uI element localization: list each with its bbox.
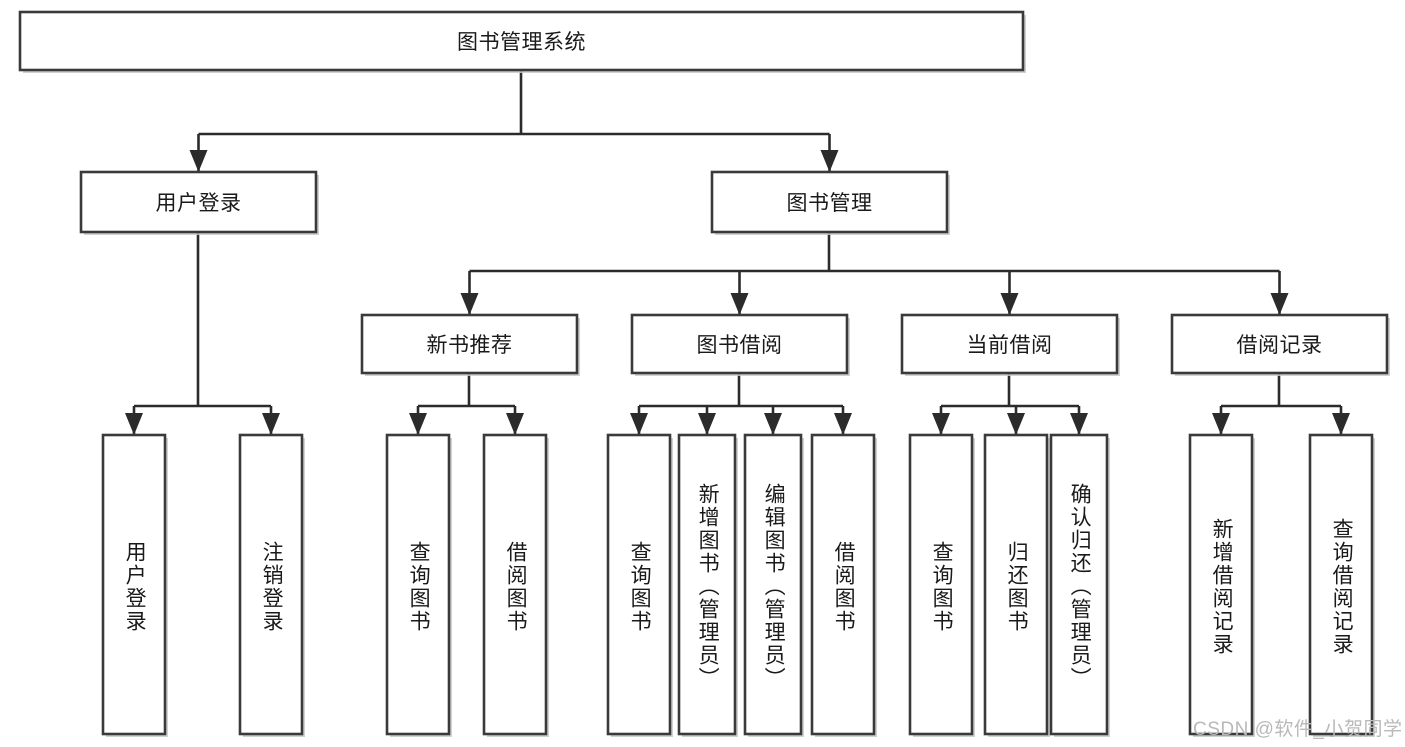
node-box-leaf-logout[interactable]	[238, 433, 304, 736]
edge-bookmanage-bus-arrow-3	[1270, 293, 1289, 315]
edge-current-bus-arrow-2	[1070, 413, 1088, 435]
edge-bookmanage-bus-arrow-1	[730, 293, 749, 315]
node-box-leaf-query-book-2[interactable]	[606, 433, 672, 736]
edge-bookmanage-bus-arrow-0	[460, 293, 479, 315]
edge-current-bus-arrow-1	[1007, 413, 1025, 435]
node-box-leaf-query-book-1[interactable]	[385, 433, 451, 736]
edge-borrow-bus-arrow-3	[834, 413, 852, 435]
node-box-leaf-query-book-3[interactable]	[908, 433, 974, 736]
edge-record-bus-arrow-1	[1332, 413, 1350, 435]
node-box-leaf-add-record[interactable]	[1188, 433, 1254, 736]
edge-userlogin-bus-arrow-0	[125, 413, 143, 435]
node-box-leaf-query-record[interactable]	[1308, 433, 1374, 736]
node-box-book-manage[interactable]	[710, 170, 949, 234]
node-box-layer	[18, 10, 1390, 737]
node-box-leaf-borrow-book-2[interactable]	[810, 433, 876, 736]
node-box-leaf-edit-book[interactable]	[743, 433, 803, 736]
edge-borrow-bus-arrow-0	[630, 413, 648, 435]
edge-current-bus-arrow-0	[932, 413, 950, 435]
node-box-root[interactable]	[18, 10, 1025, 72]
edge-root-bus-arrow-0	[189, 150, 208, 172]
edge-bookmanage-bus-arrow-2	[1000, 293, 1019, 315]
edge-root-bus-arrow-1	[820, 150, 839, 172]
node-box-borrow-record[interactable]	[1170, 313, 1389, 375]
edge-record-bus-arrow-0	[1212, 413, 1230, 435]
node-box-leaf-user-login[interactable]	[101, 433, 167, 736]
connector-layer	[125, 70, 1350, 435]
node-box-new-book-recommend[interactable]	[360, 313, 579, 375]
node-box-leaf-borrow-book-1[interactable]	[482, 433, 548, 736]
edge-userlogin-bus-arrow-1	[262, 413, 280, 435]
edge-recommend-bus-arrow-0	[409, 413, 427, 435]
node-box-leaf-return-book[interactable]	[983, 433, 1049, 736]
watermark-text: CSDN @软件_小贺同学	[1193, 719, 1403, 740]
node-box-current-borrow[interactable]	[900, 313, 1119, 375]
node-box-user-login[interactable]	[79, 170, 318, 234]
node-box-book-borrow[interactable]	[630, 313, 849, 375]
node-box-leaf-add-book[interactable]	[677, 433, 737, 736]
edge-borrow-bus-arrow-1	[698, 413, 716, 435]
edge-recommend-bus-arrow-1	[506, 413, 524, 435]
node-box-leaf-confirm-return[interactable]	[1049, 433, 1109, 736]
edge-borrow-bus-arrow-2	[764, 413, 782, 435]
